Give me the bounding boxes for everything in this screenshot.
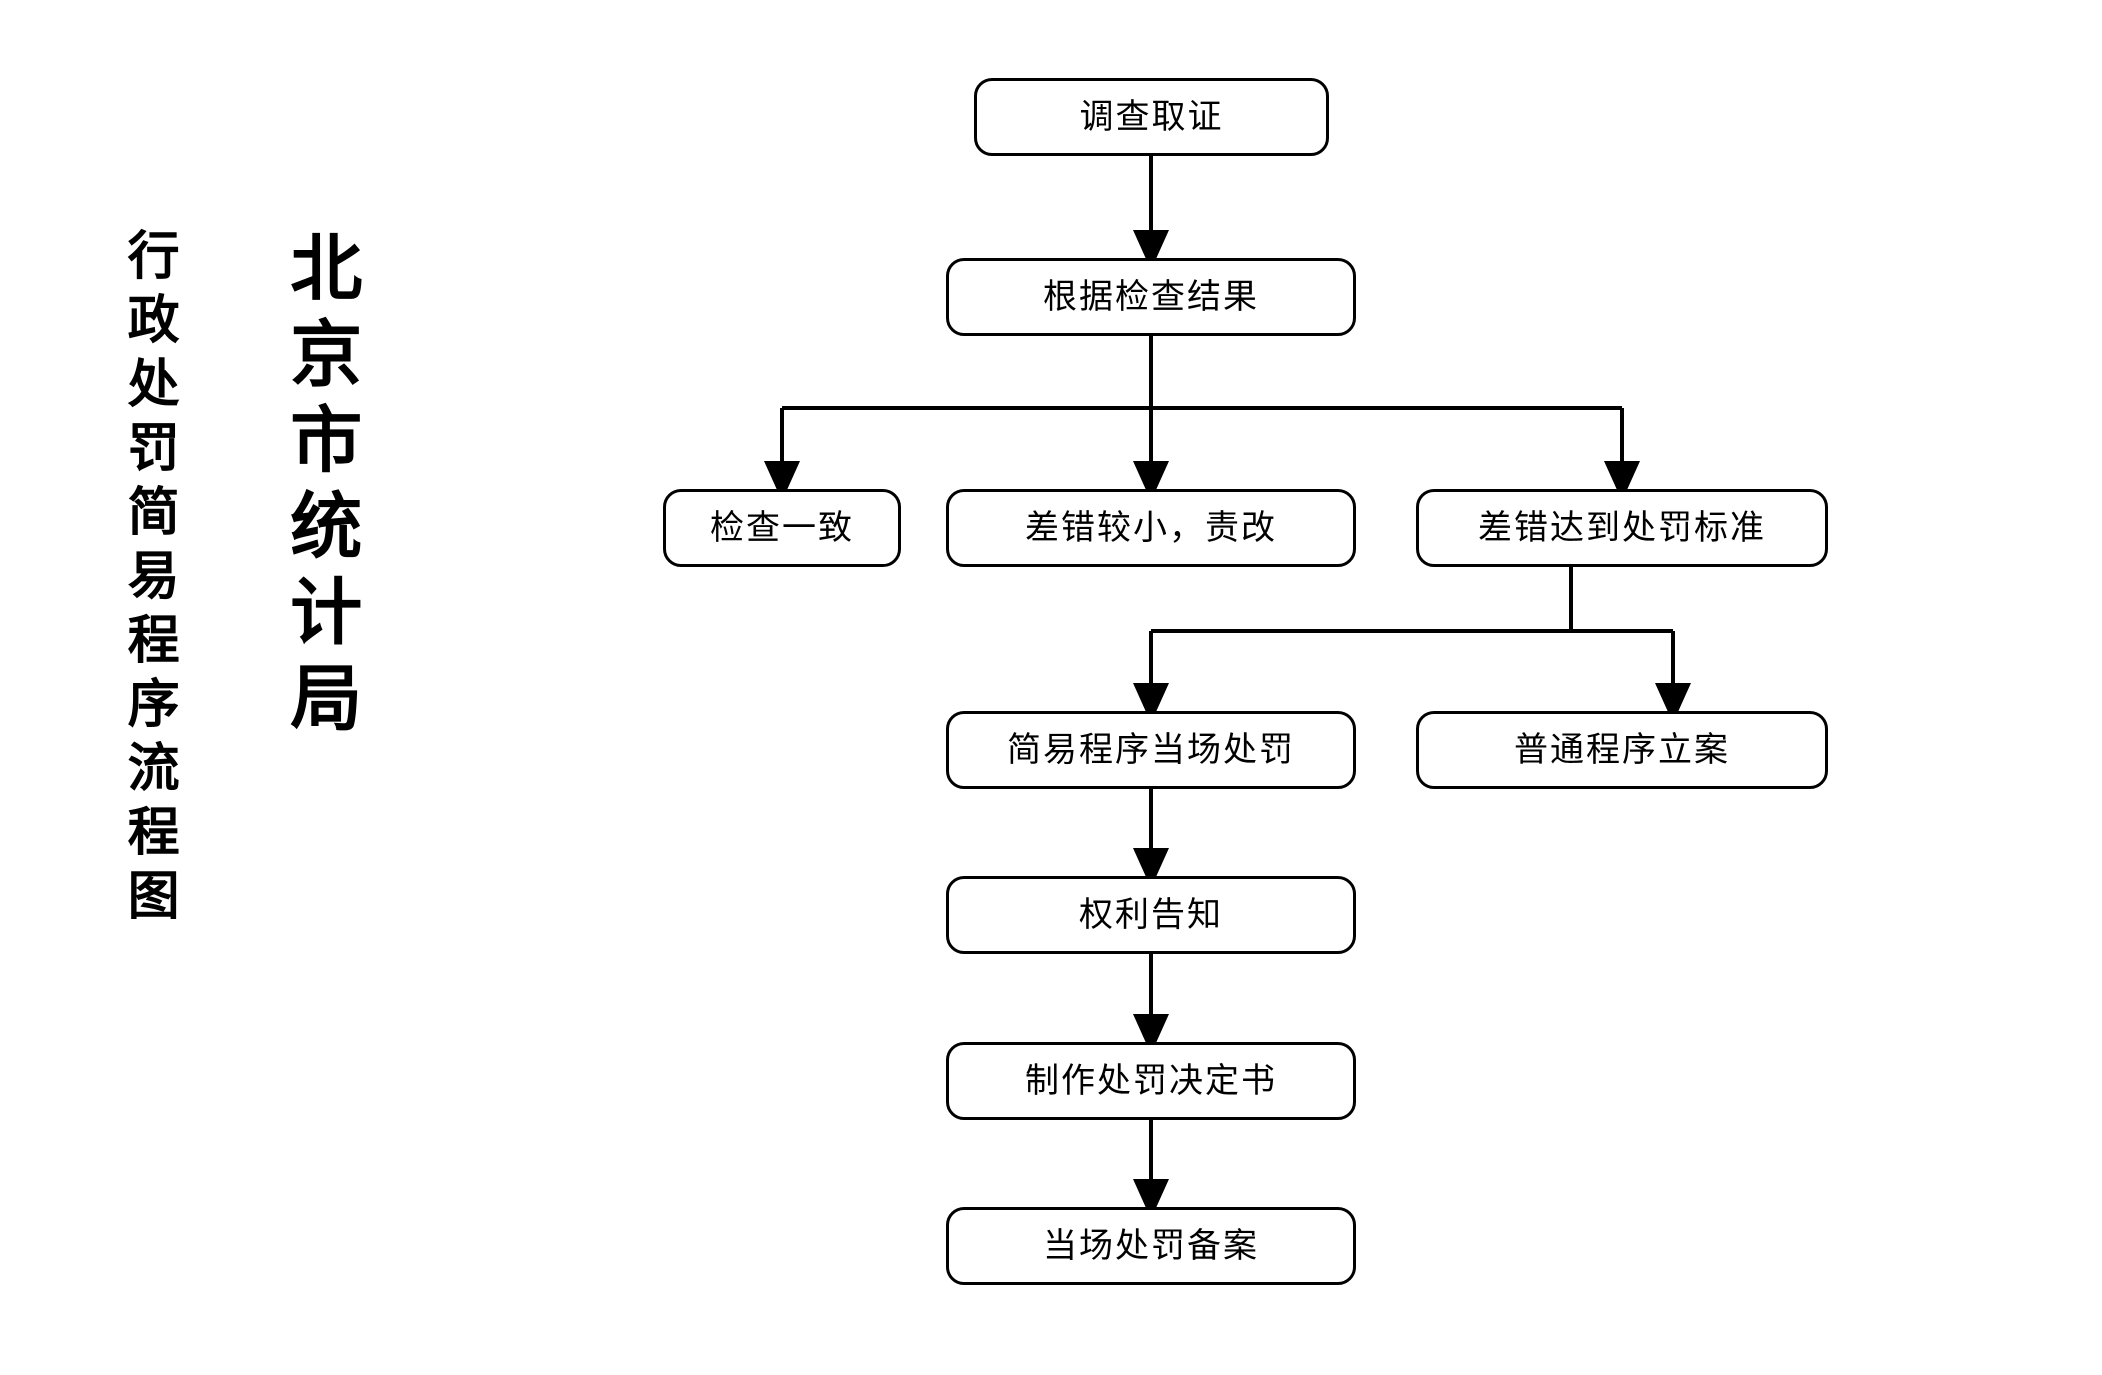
node-rights-notice[interactable]: 权利告知: [946, 876, 1356, 954]
node-rights-notice-label: 权利告知: [1079, 895, 1223, 935]
node-inspection-result[interactable]: 根据检查结果: [946, 258, 1356, 336]
node-minor-error[interactable]: 差错较小，责改: [946, 489, 1356, 567]
node-penalty-standard-label: 差错达到处罚标准: [1478, 508, 1766, 548]
node-decision-doc-label: 制作处罚决定书: [1025, 1061, 1277, 1101]
node-summary-penalty-label: 简易程序当场处罚: [1007, 730, 1295, 770]
title-block: 北京市统计局 行政处罚简易程序流程图: [110, 200, 440, 932]
node-record-filing[interactable]: 当场处罚备案: [946, 1207, 1356, 1285]
organization-title: 北京市统计局: [277, 230, 362, 746]
document-title: 行政处罚简易程序流程图: [118, 228, 179, 932]
node-general-filing-label: 普通程序立案: [1514, 730, 1730, 770]
node-investigate-label: 调查取证: [1079, 97, 1224, 137]
node-summary-penalty[interactable]: 简易程序当场处罚: [946, 711, 1356, 789]
node-penalty-standard[interactable]: 差错达到处罚标准: [1416, 489, 1828, 567]
node-record-filing-label: 当场处罚备案: [1043, 1226, 1259, 1266]
node-general-filing[interactable]: 普通程序立案: [1416, 711, 1828, 789]
node-inspection-result-label: 根据检查结果: [1043, 277, 1259, 317]
node-consistent[interactable]: 检查一致: [663, 489, 901, 567]
node-consistent-label: 检查一致: [710, 508, 854, 548]
node-minor-error-label: 差错较小，责改: [1025, 508, 1277, 548]
node-investigate[interactable]: 调查取证: [974, 78, 1329, 156]
node-decision-doc[interactable]: 制作处罚决定书: [946, 1042, 1356, 1120]
